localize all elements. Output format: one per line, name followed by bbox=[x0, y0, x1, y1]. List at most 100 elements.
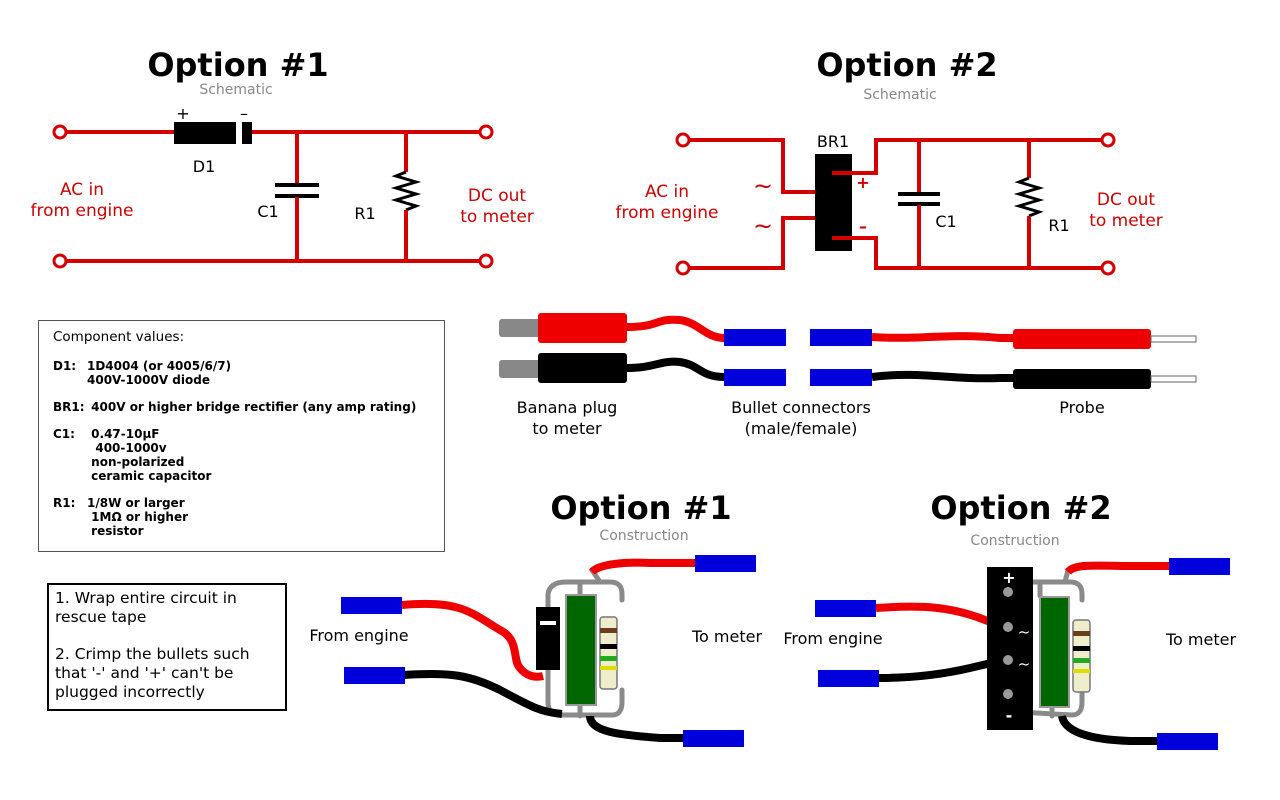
red-lead-short bbox=[626, 315, 726, 342]
terminal-ac-in-bottom bbox=[52, 253, 68, 269]
resistor-1-band-gold bbox=[600, 666, 617, 670]
black-lead-short bbox=[626, 357, 726, 381]
construction-2-bullet-out-black bbox=[1157, 733, 1218, 750]
probe-black-needle bbox=[1150, 375, 1197, 383]
construction-2-subtitle: Construction bbox=[970, 533, 1059, 549]
component-line: 1D4004 (or 4005/6/7) bbox=[87, 359, 232, 373]
resistor-1-band-black bbox=[600, 644, 617, 649]
component-key: C1: bbox=[53, 427, 75, 441]
construction-2-capacitor bbox=[1039, 596, 1070, 708]
component-row-d1: D1: 1D4004 (or 4005/6/7) 400V-1000V diod… bbox=[53, 359, 430, 387]
component-values-box: Component values: D1: 1D4004 (or 4005/6/… bbox=[38, 320, 445, 552]
construction-1-black-wire bbox=[403, 669, 563, 718]
lead-top-loop bbox=[545, 579, 625, 615]
ac-tilde-bottom: ~ bbox=[753, 212, 773, 240]
bridge-pin-plus: + bbox=[1002, 568, 1015, 587]
component-line: 1/8W or larger bbox=[87, 496, 185, 510]
bridge-pin-minus: - bbox=[1006, 706, 1013, 725]
construction-1-bullet-in-black bbox=[344, 667, 405, 684]
schematic-2-title: Option #2 bbox=[816, 46, 997, 84]
resistor-2-band-gold bbox=[1073, 669, 1090, 673]
terminal-2-dc-out-top bbox=[1100, 132, 1116, 148]
construction-1-diode-band bbox=[540, 621, 556, 625]
construction-option-1: Option #1 Construction From engine To me… bbox=[309, 489, 762, 747]
resistor-r1 bbox=[390, 132, 422, 261]
bridge-plus-sign: + bbox=[856, 173, 869, 192]
construction-1-subtitle: Construction bbox=[599, 528, 688, 544]
construction-2-black-wire bbox=[878, 656, 1005, 682]
construction-1-black-out bbox=[586, 715, 684, 742]
schematic-2-dc-wire-top bbox=[832, 138, 1108, 175]
construction-1-to-meter: To meter bbox=[691, 627, 762, 646]
diode-minus-sign: – bbox=[240, 104, 248, 123]
resistor-2-r1 bbox=[1013, 140, 1045, 268]
capacitor-2-label: C1 bbox=[935, 212, 956, 231]
banana-plug-black bbox=[538, 353, 627, 383]
bridge-pin-dot-2 bbox=[1003, 622, 1013, 632]
construction-1-bullet-out-red bbox=[695, 555, 756, 572]
construction-2-bullet-in-red bbox=[815, 600, 876, 617]
schematic-2-ac-wire-top bbox=[683, 138, 818, 194]
schematic-1-title: Option #1 bbox=[147, 46, 328, 84]
component-line: non-polarized bbox=[87, 455, 185, 469]
schematic-option-1: Option #1 Schematic + – D1 C1 bbox=[31, 46, 534, 269]
component-line: 1MΩ or higher bbox=[87, 510, 189, 524]
bridge-pin-dot-4 bbox=[1003, 689, 1013, 699]
resistor-2-label: R1 bbox=[1048, 216, 1069, 235]
construction-1-red-wire bbox=[401, 599, 544, 681]
bridge-pin-dot-1 bbox=[1003, 587, 1013, 597]
construction-1-resistor bbox=[599, 616, 618, 690]
construction-2-from-engine: From engine bbox=[783, 629, 882, 648]
probe-black bbox=[1013, 369, 1151, 389]
capacitor-label: C1 bbox=[257, 202, 278, 221]
construction-1-bullet-out-black bbox=[683, 730, 744, 747]
ac-in-label: AC in bbox=[60, 180, 104, 200]
bullet-male-red bbox=[724, 329, 786, 346]
bridge-pin-ac-2: ~ bbox=[1018, 655, 1031, 673]
black-lead-long bbox=[871, 370, 1015, 383]
schematic-2-subtitle: Schematic bbox=[863, 87, 936, 103]
to-meter-label: to meter bbox=[460, 207, 534, 227]
dc-out-label: DC out bbox=[468, 186, 527, 206]
male-female-label: (male/female) bbox=[745, 419, 858, 438]
lead-bottom-loop bbox=[545, 665, 625, 718]
to-meter-cable-label: to meter bbox=[532, 419, 602, 438]
bridge-pin-ac-1: ~ bbox=[1018, 623, 1031, 641]
bullet-male-black bbox=[724, 369, 786, 386]
component-key: R1: bbox=[53, 496, 76, 510]
construction-1-red-out bbox=[589, 558, 696, 576]
construction-2-red-out bbox=[1064, 561, 1170, 576]
banana-plug-red bbox=[538, 313, 627, 343]
bridge-rectifier-br1 bbox=[815, 154, 852, 251]
instruction-1: 1. Wrap entire circuit in rescue tape bbox=[55, 589, 237, 626]
bullet-female-black bbox=[810, 369, 872, 386]
bridge-label: BR1 bbox=[817, 132, 849, 151]
terminal-ac-in-top bbox=[52, 124, 68, 140]
ac-tilde-top: ~ bbox=[753, 172, 773, 200]
resistor-2-band-black bbox=[1073, 646, 1090, 651]
bullet-female-red bbox=[810, 329, 872, 346]
instruction-2: 2. Crimp the bullets such that '-' and '… bbox=[55, 645, 250, 701]
instructions-box: 1. Wrap entire circuit in rescue tape 2.… bbox=[47, 583, 287, 711]
banana-plug-black-tip bbox=[499, 360, 541, 378]
construction-2-resistor bbox=[1072, 619, 1091, 693]
terminal-dc-out-bottom bbox=[478, 253, 494, 269]
component-values-heading: Component values: bbox=[53, 329, 185, 345]
probe-red-needle bbox=[1150, 335, 1197, 343]
terminal-2-ac-in-bottom bbox=[675, 260, 691, 276]
component-key: D1: bbox=[53, 359, 77, 373]
bullet-connectors-label: Bullet connectors bbox=[731, 398, 871, 417]
terminal-2-dc-out-bottom bbox=[1100, 260, 1116, 276]
construction-2-title: Option #2 bbox=[930, 489, 1111, 527]
banana-plug-label: Banana plug bbox=[517, 398, 618, 417]
component-line: resistor bbox=[87, 524, 144, 538]
cable-assembly: Banana plug to meter Bullet connectors (… bbox=[499, 313, 1197, 438]
schematic-1-subtitle: Schematic bbox=[199, 82, 272, 98]
construction-1-from-engine: From engine bbox=[309, 626, 408, 645]
bridge-pin-dot-3 bbox=[1003, 655, 1013, 665]
resistor-label: R1 bbox=[354, 204, 375, 223]
capacitor-2-c1 bbox=[898, 140, 940, 268]
dc-out-label-2: DC out bbox=[1097, 190, 1156, 210]
component-line: 400-1000v bbox=[87, 441, 167, 455]
lead-2-bottom bbox=[1005, 687, 1085, 718]
